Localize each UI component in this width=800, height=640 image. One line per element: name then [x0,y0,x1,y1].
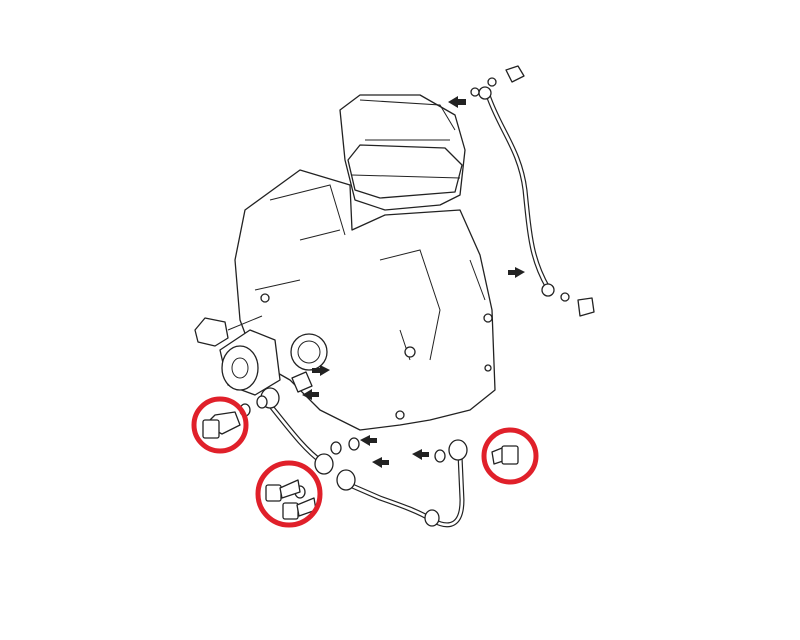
banjo-bolt-left [202,411,241,439]
direction-arrows [302,96,525,468]
oil-filter-cover [219,329,281,396]
oil-pipe-lower [239,371,468,528]
engine-cylinder-head [339,94,466,211]
oil-pressure-switch [194,315,263,347]
engine-crankcase [234,169,496,431]
highlight-circle-left [191,396,249,454]
highlight-circle-pair [255,460,323,528]
banjo-bolts-pair [265,479,317,520]
banjo-bolt-right [491,445,519,465]
oil-pipe-upper [470,65,595,317]
highlight-circle-right [481,427,539,485]
